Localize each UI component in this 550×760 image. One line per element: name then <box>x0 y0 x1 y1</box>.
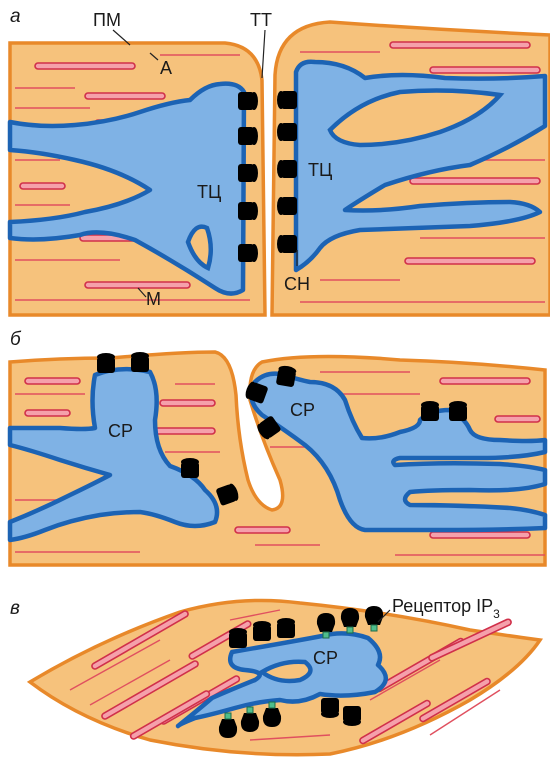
myofibril <box>85 93 165 99</box>
ryanodine-receptor-icon <box>97 353 115 373</box>
myofibril <box>85 282 190 288</box>
ryanodine-receptor-icon <box>131 352 149 372</box>
panel-b-letter: б <box>10 329 22 350</box>
ryanodine-receptor-icon <box>277 618 295 638</box>
ryanodine-receptor-icon <box>277 91 297 109</box>
ryanodine-receptor-icon <box>238 127 258 145</box>
ryanodine-receptor-icon <box>449 401 467 421</box>
myofibril <box>25 378 80 384</box>
myofibril <box>155 428 215 434</box>
ryanodine-receptor-icon <box>238 164 258 182</box>
label-a: А <box>160 58 172 78</box>
myofibril <box>160 400 215 406</box>
ryanodine-receptor-icon <box>238 244 258 262</box>
ryanodine-receptor-icon <box>343 706 361 726</box>
label-m: М <box>146 289 161 309</box>
label-pm: ПМ <box>93 10 121 30</box>
label-tc-right: ТЦ <box>308 160 332 180</box>
myofibril <box>390 42 530 48</box>
panel-a: а <box>10 6 550 315</box>
ryanodine-receptor-icon <box>181 458 199 478</box>
label-sn: СН <box>284 274 310 294</box>
ryanodine-receptor-icon <box>229 628 247 648</box>
myofibril <box>410 178 540 184</box>
ryanodine-receptor-icon <box>277 197 297 215</box>
myofibril <box>430 67 540 73</box>
label-sr-right: СР <box>290 400 315 420</box>
ryanodine-receptor-icon <box>238 92 258 110</box>
myofibril <box>405 258 535 264</box>
label-tt: ТТ <box>250 10 272 30</box>
label-tc-left: ТЦ <box>197 182 221 202</box>
myofibril <box>35 63 135 69</box>
ryanodine-receptor-icon <box>238 202 258 220</box>
ryanodine-receptor-icon <box>421 401 439 421</box>
receptor-subscript: 3 <box>493 607 500 621</box>
panel-c: в <box>10 596 540 755</box>
myofibril <box>20 183 65 189</box>
panel-b: б <box>10 329 545 565</box>
myofibril <box>25 410 70 416</box>
myofibril <box>440 378 530 384</box>
receptor-text: Рецептор IP <box>392 596 493 616</box>
ryanodine-receptor-icon <box>253 621 271 641</box>
panel-c-letter: в <box>10 598 20 619</box>
ryanodine-receptor-icon <box>277 123 297 141</box>
label-sr-left: СР <box>108 421 133 441</box>
myofibril <box>235 527 290 533</box>
myofibril <box>430 532 530 538</box>
ryanodine-receptor-icon <box>321 698 339 718</box>
panel-a-letter: а <box>10 6 21 27</box>
ryanodine-receptor-icon <box>277 235 297 253</box>
label-sr-c: СР <box>313 648 338 668</box>
ryanodine-receptor-icon <box>277 160 297 178</box>
myofibril <box>495 416 540 422</box>
